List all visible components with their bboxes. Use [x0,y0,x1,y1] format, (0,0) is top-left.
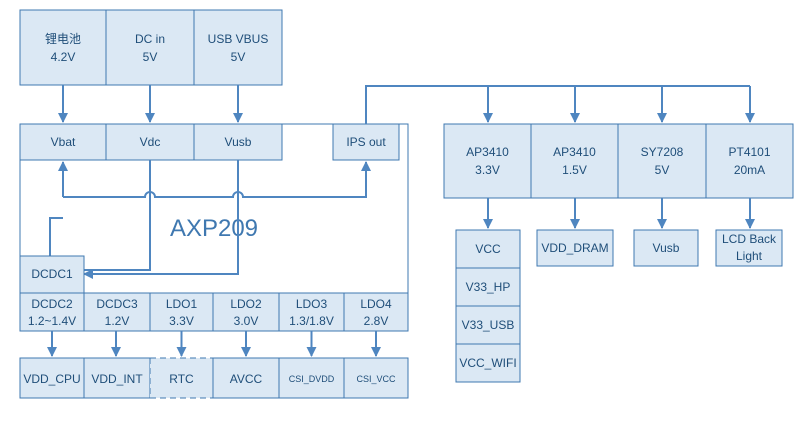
rail-ldo2: LDO2 3.0V [212,292,280,357]
pin-vusb: Vusb [193,123,283,161]
wire-vdc-to-dcdc1 [84,160,151,271]
load-vdd-int: VDD_INT [83,357,151,399]
regulator-value: 20mA [734,163,765,177]
vcc-item-label: VCC [475,242,501,256]
regulator-name: AP3410 [466,145,509,159]
regulator-ap3410: AP3410 1.5V [530,123,619,199]
loads-row: VDD_CPU VDD_INT RTC AVCC CSI_DVDD CSI_VCC [19,357,409,399]
regulator-name: AP3410 [553,145,596,159]
regulators-row: AP3410 3.3V AP3410 1.5V SY7208 5V PT4101 20mA [443,123,794,199]
rail-name: DCDC3 [96,297,138,311]
load-csi-dvdd: CSI_DVDD [278,357,345,399]
pin-vbat-label: Vbat [51,135,76,149]
lcd-backlight-box: LCD Back Light [715,229,783,267]
vdd-dram-label: VDD_DRAM [541,241,608,255]
rail-value: 1.2V [105,314,130,328]
load-label: CSI_DVDD [289,374,335,384]
rail-ldo4: LDO4 2.8V [343,292,409,357]
wire-ips-to-regulators [365,85,750,124]
rail-value: 1.3/1.8V [289,314,334,328]
vcc-item-label: V33_HP [466,280,511,294]
load-label: VDD_CPU [23,372,80,386]
wire-ips-bus [63,161,371,198]
rail-name: LDO4 [360,297,392,311]
wire-dcdc1-feedback [49,217,63,256]
load-label: VDD_INT [91,372,143,386]
vusb-out-box: Vusb [633,229,699,267]
regulator-sy7208: SY7208 5V [617,123,707,199]
pin-vusb-label: Vusb [225,135,252,149]
load-rtc: RTC [149,357,214,399]
rail-name: LDO1 [166,297,198,311]
lcd-backlight-line1: LCD Back [722,232,777,246]
input-dc: DC in 5V [105,9,195,86]
rail-name: LDO2 [230,297,262,311]
load-label: RTC [169,372,194,386]
regulator-pt4101: PT4101 20mA [705,123,794,199]
input-battery: 锂电池 4.2V [19,9,107,86]
load-vdd-cpu: VDD_CPU [19,357,85,399]
regulator-value: 3.3V [475,163,500,177]
vcc-item-vcc: VCC [455,229,521,269]
regulator-value: 5V [655,163,670,177]
wire-vusb-to-dcdc1 [83,160,239,279]
input-battery-name: 锂电池 [45,31,81,46]
regulator-name: SY7208 [641,145,684,159]
rail-value: 1.2~1.4V [28,314,76,328]
input-usb: USB VBUS 5V [193,9,283,86]
load-label: CSI_VCC [356,374,396,384]
load-avcc: AVCC [212,357,280,399]
pin-vdc: Vdc [105,123,195,161]
pin-ips-out-label: IPS out [346,135,386,149]
input-dc-name: DC in [135,32,165,46]
vcc-group: VCC V33_HP V33_USB VCC_WIFI [455,229,521,383]
input-dc-value: 5V [143,50,158,64]
rail-dcdc3: DCDC3 1.2V [83,292,151,357]
regulator-ap3410: AP3410 3.3V [443,123,532,199]
pin-vbat: Vbat [19,123,107,161]
rails-row: DCDC21.2~1.4VDCDC31.2VLDO13.3VLDO23.0VLD… [19,292,409,357]
vdd-dram-box: VDD_DRAM [536,229,614,267]
vcc-item-label: VCC_WIFI [459,356,516,370]
vcc-item-v33-usb: V33_USB [455,305,521,345]
regulator-value: 1.5V [562,163,587,177]
rail-dcdc2: DCDC2 1.2~1.4V [19,292,85,357]
rail-name: LDO3 [296,297,328,311]
pin-vdc-label: Vdc [140,135,161,149]
rail-value: 3.3V [169,314,194,328]
load-label: AVCC [230,372,263,386]
rail-name: DCDC2 [31,297,73,311]
dcdc1-label: DCDC1 [31,267,73,281]
rail-value: 3.0V [234,314,259,328]
vcc-item-v33-hp: V33_HP [455,267,521,307]
axp209-title: AXP209 [170,215,258,242]
input-usb-value: 5V [231,50,246,64]
input-usb-name: USB VBUS [208,32,269,46]
rail-ldo3: LDO3 1.3/1.8V [278,292,345,357]
pin-ips-out: IPS out [332,123,400,161]
rail-value: 2.8V [364,314,389,328]
load-csi-vcc: CSI_VCC [343,357,409,399]
regulator-name: PT4101 [728,145,770,159]
lcd-backlight-line2: Light [736,249,763,263]
vcc-item-label: V33_USB [462,318,515,332]
dcdc1-block: DCDC1 [19,255,85,294]
input-battery-value: 4.2V [51,50,76,64]
rail-ldo1: LDO1 3.3V [149,292,214,357]
vusb-out-label: Vusb [653,241,680,255]
vcc-item-vcc-wifi: VCC_WIFI [455,343,521,383]
